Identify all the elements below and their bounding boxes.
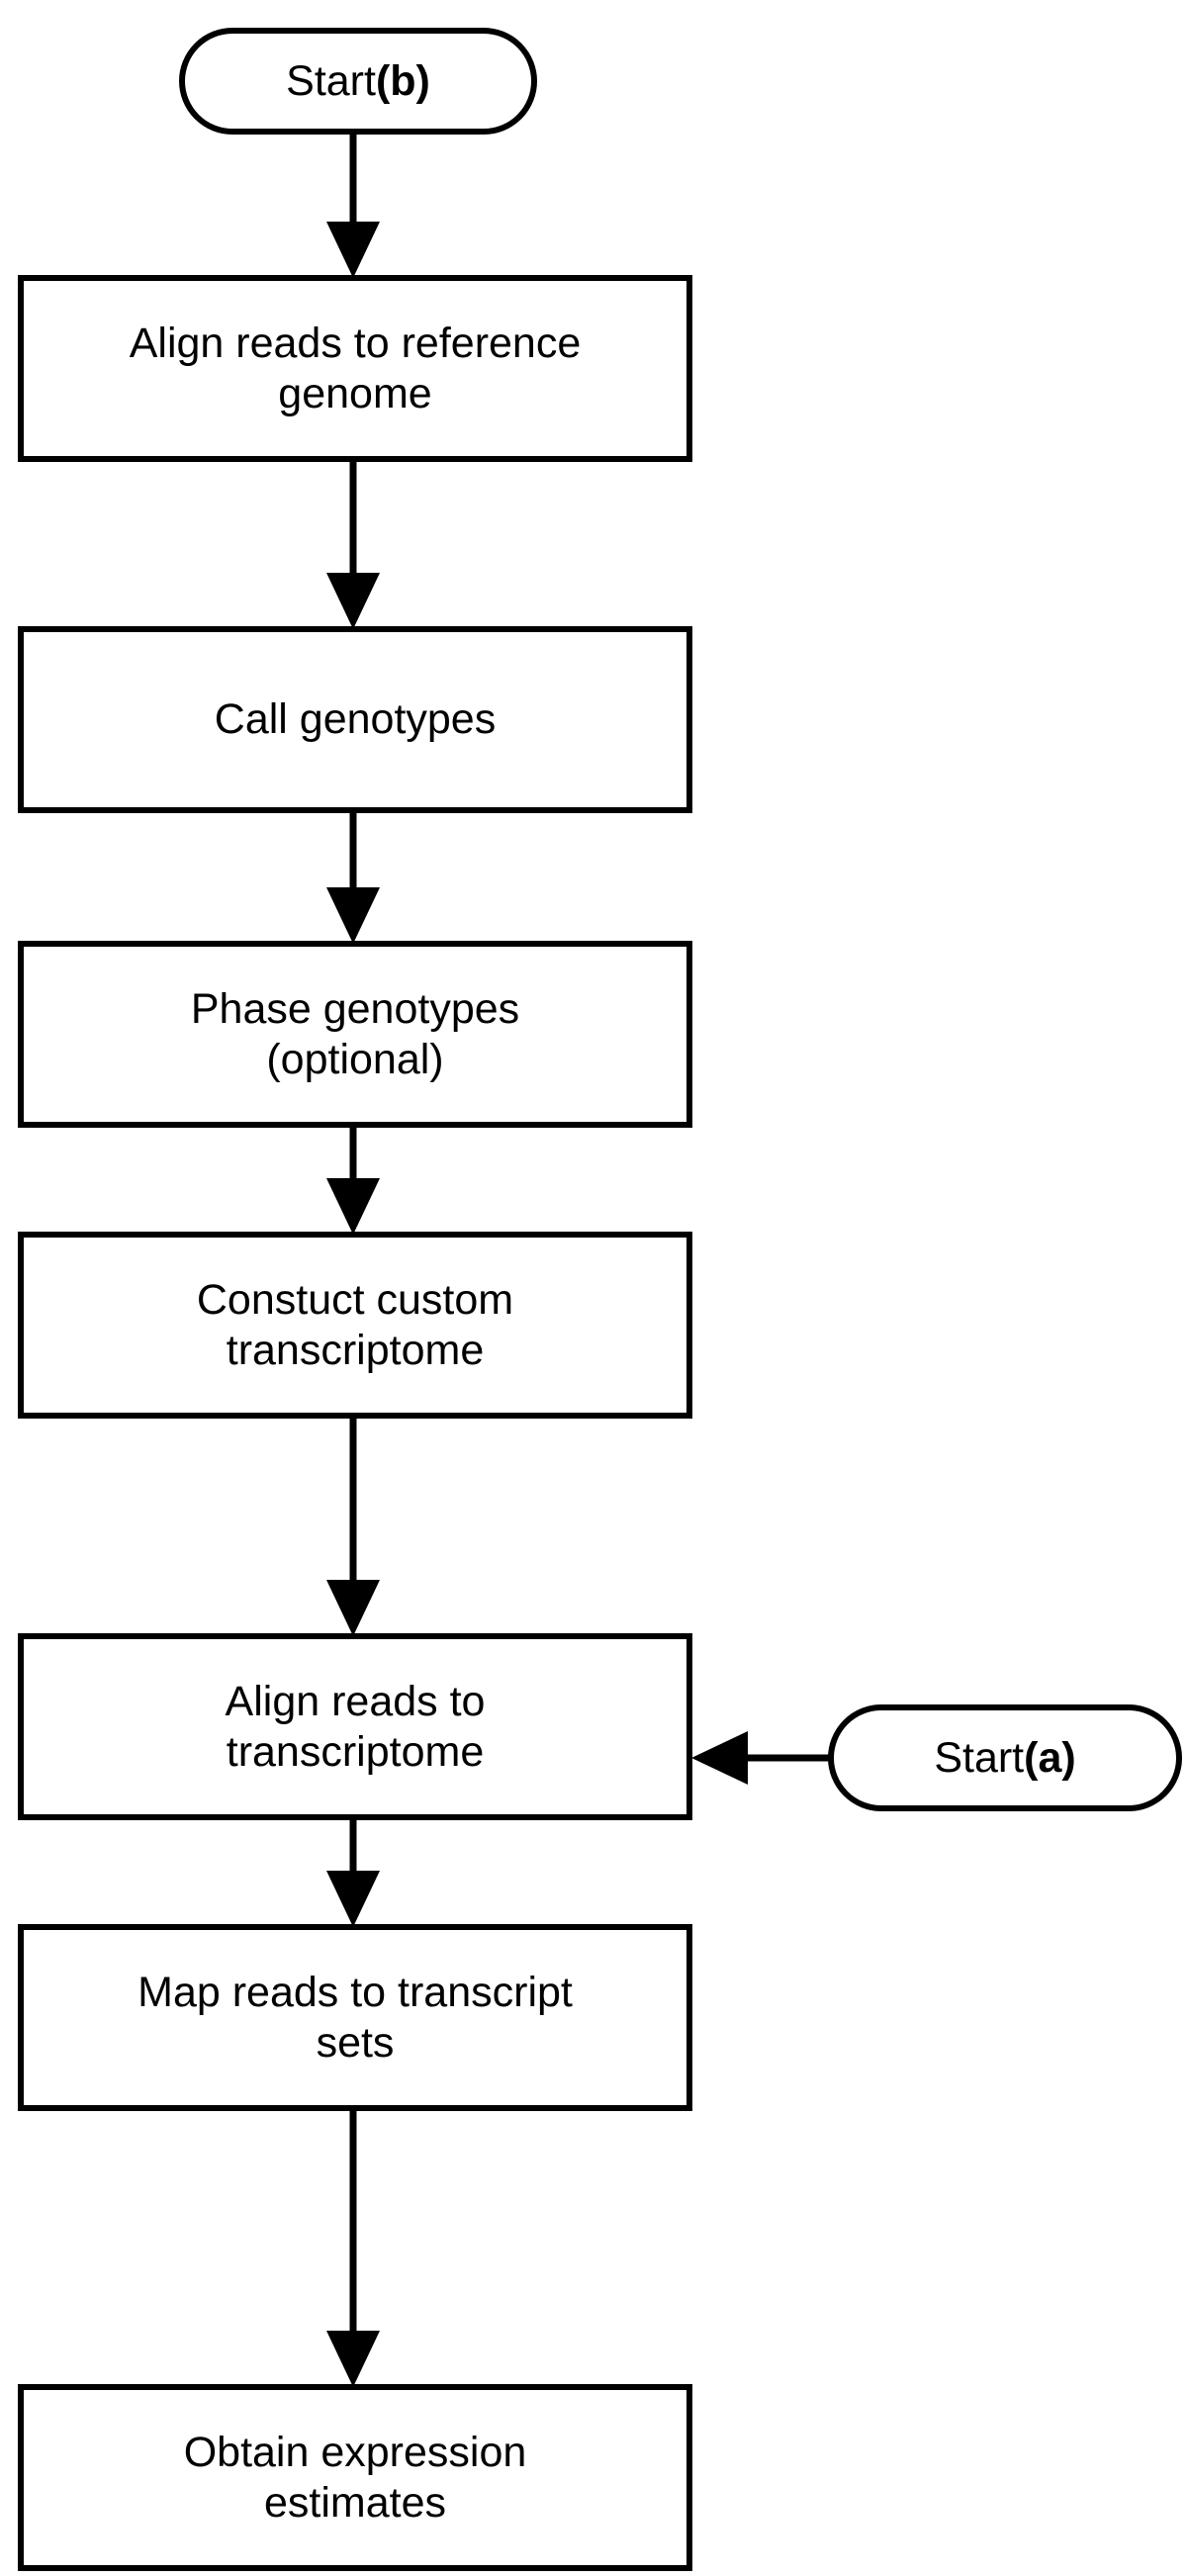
edge-phase-genotypes-to-construct-transcriptome — [326, 1125, 380, 1235]
start-a-shape[interactable] — [828, 1704, 1182, 1811]
edge-call-genotypes-to-phase-genotypes — [326, 810, 380, 944]
edge-map-reads-to-obtain-expression — [326, 2108, 380, 2387]
edge-start-a-to-align-transcriptome — [691, 1731, 831, 1785]
step-7-shape[interactable] — [18, 2384, 692, 2571]
step-2-shape[interactable] — [18, 626, 692, 813]
step-6-shape[interactable] — [18, 1924, 692, 2111]
step-3-shape[interactable] — [18, 941, 692, 1128]
edge-construct-transcriptome-to-align-transcriptome — [326, 1416, 380, 1636]
step-5-shape[interactable] — [18, 1633, 692, 1820]
step-4-shape[interactable] — [18, 1232, 692, 1419]
edge-start-b-to-align-reference — [326, 132, 380, 278]
edge-align-transcriptome-to-map-reads — [326, 1817, 380, 1927]
step-1-shape[interactable] — [18, 275, 692, 462]
start-b-shape[interactable] — [179, 28, 537, 135]
edge-align-reference-to-call-genotypes — [326, 459, 380, 629]
